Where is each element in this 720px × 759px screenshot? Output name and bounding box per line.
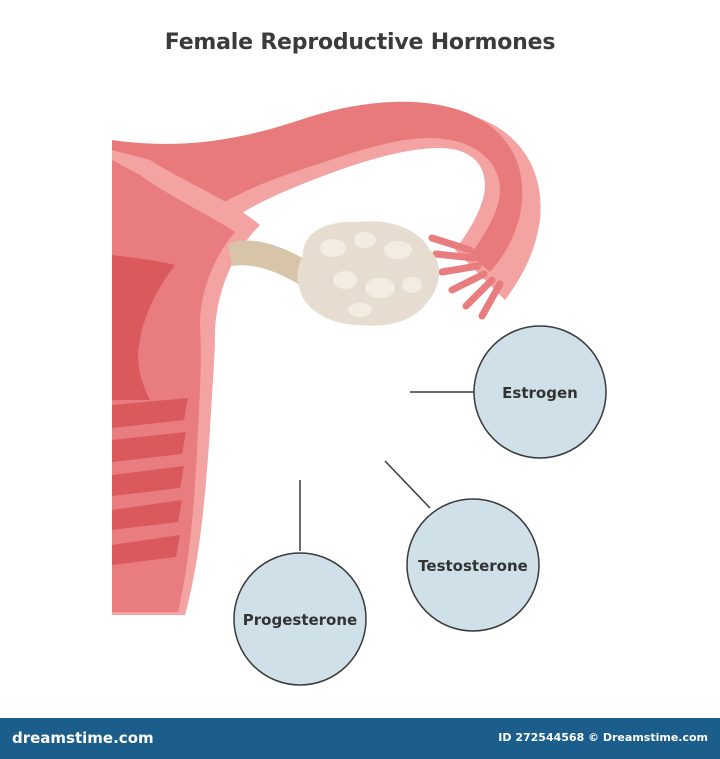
watermark-footer: dreamstime.com ID 272544568 © Dreamstime… [0, 718, 720, 759]
ovary [297, 221, 440, 326]
ovarian-ligament [228, 240, 310, 290]
footer-image-id: ID 272544568 © Dreamstime.com [498, 731, 708, 744]
progesterone-label: Progesterone [243, 611, 357, 629]
reproductive-diagram: Estrogen Testosterone Progesterone [112, 92, 607, 686]
progesterone-bubble: Progesterone [233, 552, 367, 686]
testosterone-label: Testosterone [418, 557, 528, 575]
footer-brand: dreamstime.com [12, 729, 154, 747]
cervix-folds [112, 398, 188, 565]
estrogen-label: Estrogen [502, 384, 578, 402]
testosterone-bubble: Testosterone [406, 498, 540, 632]
fimbriae [428, 234, 504, 320]
fallopian-tube-lumen [112, 101, 523, 272]
uterine-cavity [112, 255, 175, 400]
estrogen-bubble: Estrogen [473, 325, 607, 459]
testosterone-connector [384, 460, 431, 509]
fallopian-tube [112, 92, 541, 300]
page-title: Female Reproductive Hormones [164, 30, 556, 55]
